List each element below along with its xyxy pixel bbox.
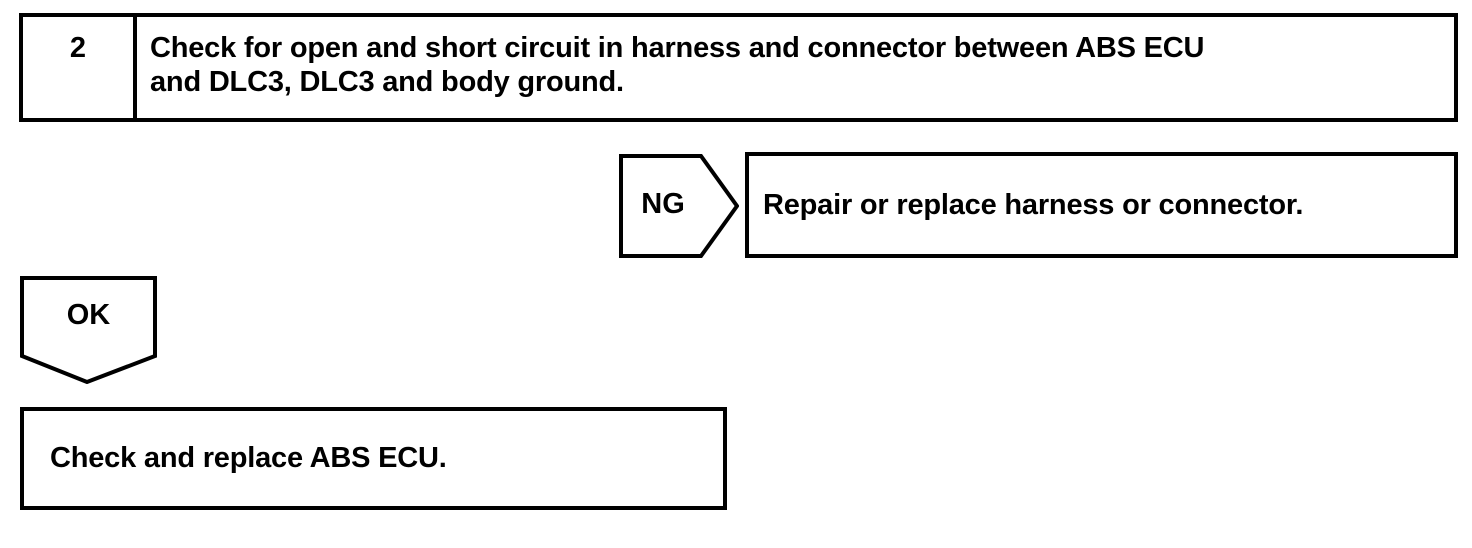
step-number: 2 bbox=[23, 17, 137, 118]
step-instruction-line-1: Check for open and short circuit in harn… bbox=[150, 32, 1205, 64]
step-box: 2 Check for open and short circuit in ha… bbox=[19, 13, 1458, 122]
final-action-box: Check and replace ABS ECU. bbox=[20, 407, 727, 510]
ng-branch-label: NG bbox=[641, 187, 685, 220]
ok-pentagon-down-arrow-icon bbox=[20, 276, 157, 384]
ng-action-box: Repair or replace harness or connector. bbox=[745, 152, 1458, 258]
ok-branch-pentagon: OK bbox=[20, 276, 157, 384]
ng-action-text: Repair or replace harness or connector. bbox=[763, 188, 1304, 221]
step-instruction-line-2: and DLC3, DLC3 and body ground. bbox=[150, 66, 624, 98]
ng-branch-pentagon: NG bbox=[619, 152, 739, 260]
ok-branch-label: OK bbox=[66, 298, 111, 331]
step-instruction: Check for open and short circuit in harn… bbox=[137, 17, 1454, 118]
ng-pentagon-right-arrow-icon bbox=[619, 154, 739, 258]
final-action-text: Check and replace ABS ECU. bbox=[50, 442, 447, 474]
